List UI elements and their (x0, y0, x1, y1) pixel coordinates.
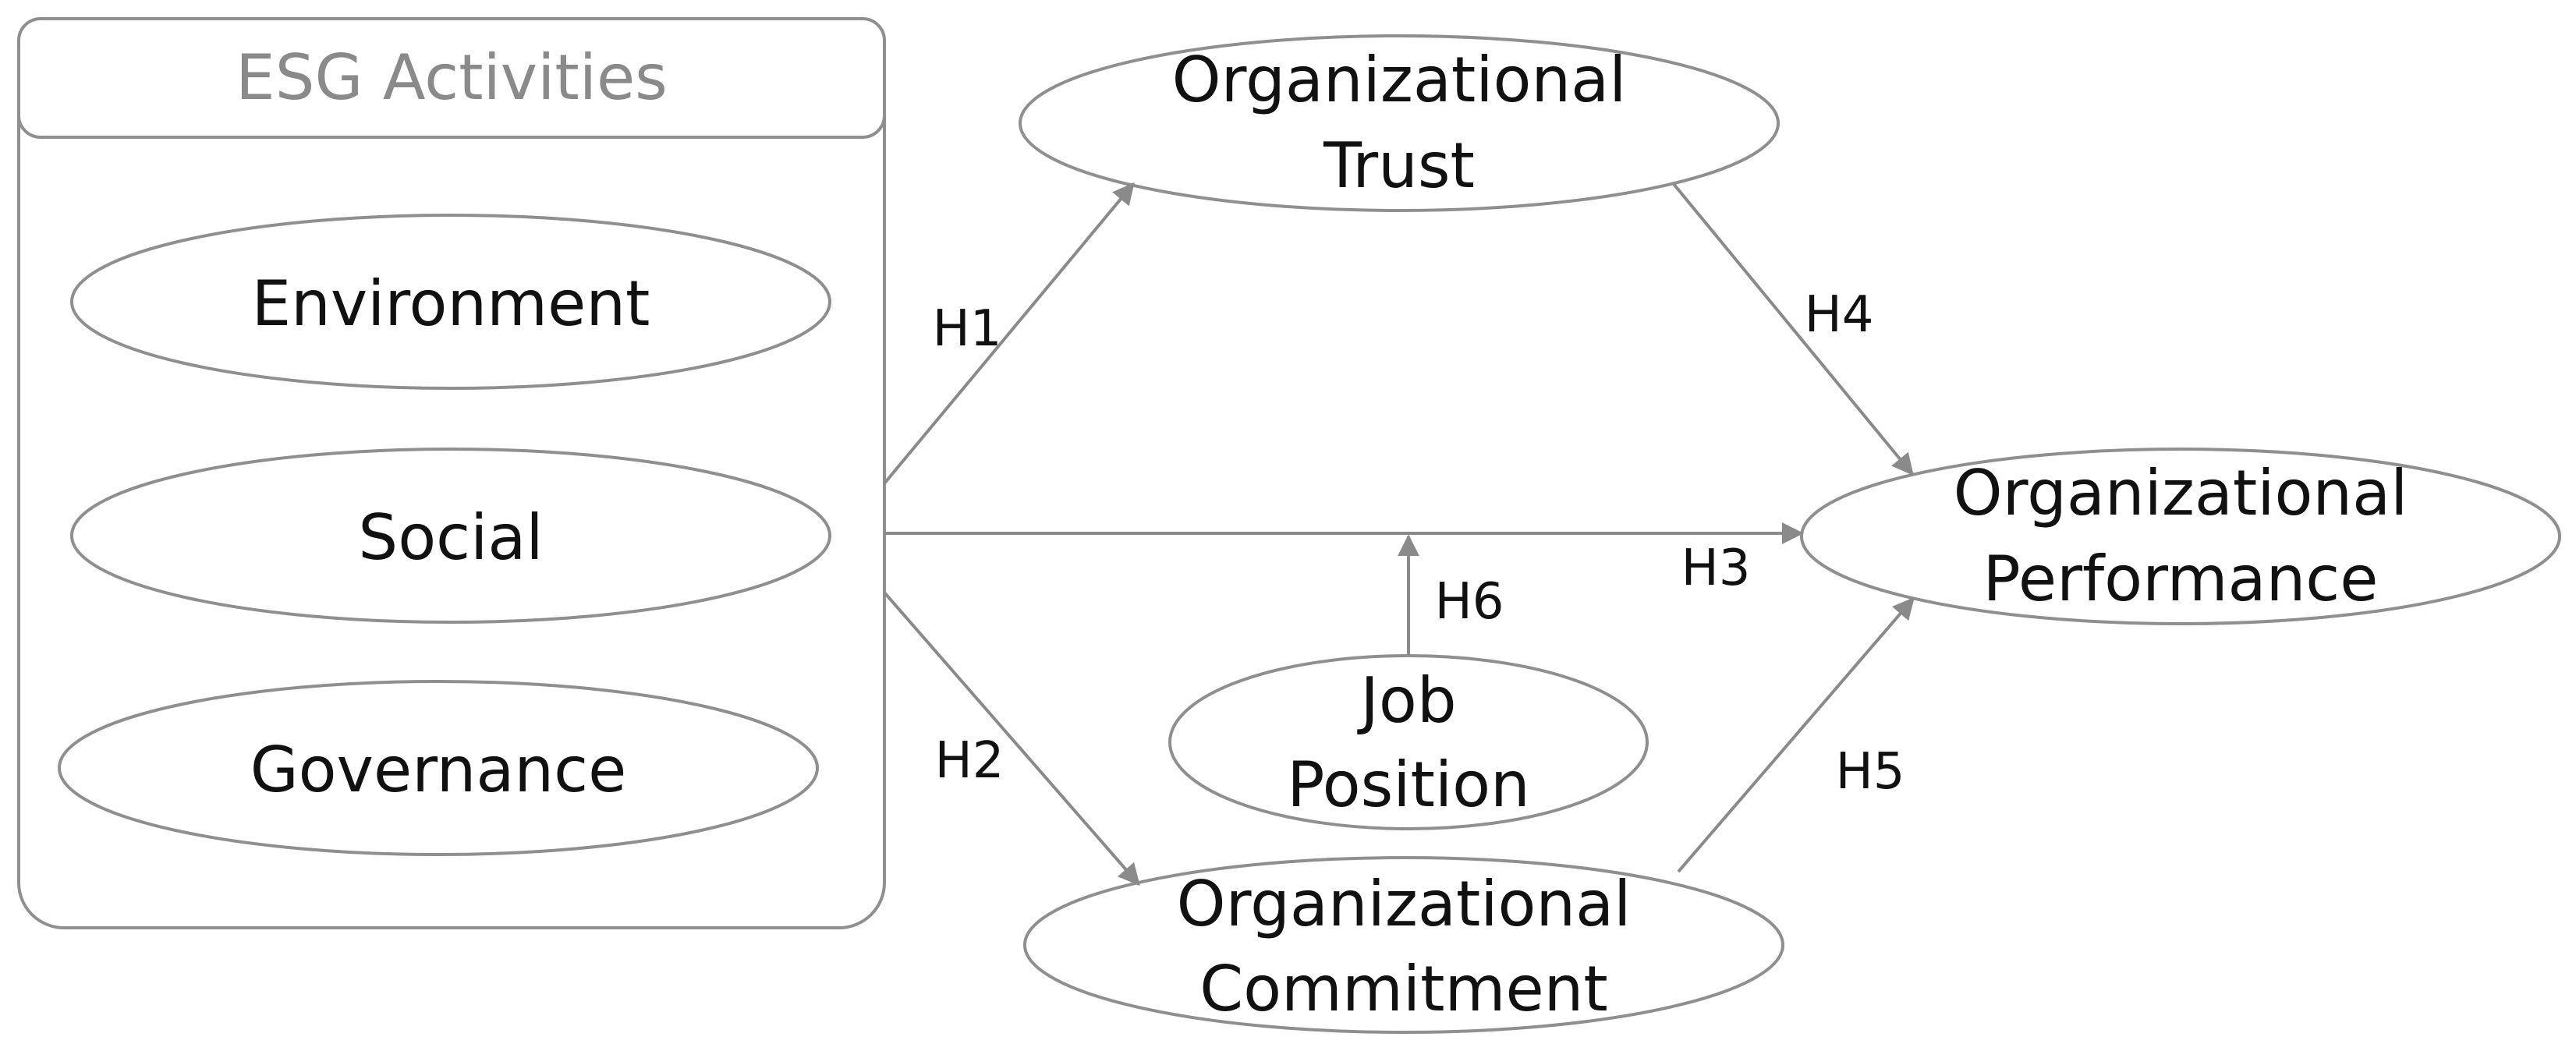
h5-label: H5 (1836, 743, 1905, 801)
governance-node: Governance (58, 680, 819, 856)
organizational-performance-line-1: Organizational (1954, 457, 2408, 529)
esg-group-title: ESG Activities (236, 41, 668, 114)
h4-arrow (1672, 182, 1914, 476)
organizational-commitment-node: Organizational Commitment (1023, 856, 1784, 1034)
job-position-ellipse (1168, 654, 1649, 830)
h2-label: H2 (935, 732, 1005, 790)
governance-ellipse (58, 680, 819, 856)
h6-label: H6 (1435, 573, 1504, 631)
environment-label: Environment (252, 267, 650, 340)
organizational-commitment-line-2: Commitment (1199, 953, 1607, 1025)
governance-label: Governance (250, 734, 627, 806)
organizational-commitment-ellipse (1023, 856, 1784, 1034)
job-position-line-1: Job (1356, 664, 1456, 737)
esg-group-header (17, 17, 886, 139)
h4-label: H4 (1805, 286, 1874, 344)
environment-node: Environment (70, 214, 831, 390)
organizational-commitment-line-1: Organizational (1177, 868, 1632, 940)
h5-arrow (1677, 596, 1915, 873)
h3-label: H3 (1681, 540, 1751, 597)
h1-arrow (883, 182, 1135, 485)
organizational-trust-node: Organizational Trust (1019, 34, 1780, 212)
social-node: Social (70, 448, 831, 624)
organizational-performance-node: Organizational Performance (1800, 448, 2561, 625)
social-label: Social (358, 501, 543, 574)
h1-label: H1 (933, 300, 1002, 358)
environment-ellipse (70, 214, 831, 390)
organizational-performance-line-2: Performance (1983, 543, 2379, 615)
organizational-trust-line-1: Organizational (1172, 44, 1627, 116)
h2-arrow (883, 591, 1140, 886)
job-position-node: Job Position (1168, 654, 1649, 830)
organizational-trust-line-2: Trust (1323, 129, 1475, 202)
organizational-trust-ellipse (1019, 34, 1780, 212)
job-position-line-2: Position (1287, 748, 1529, 821)
social-ellipse (70, 448, 831, 624)
